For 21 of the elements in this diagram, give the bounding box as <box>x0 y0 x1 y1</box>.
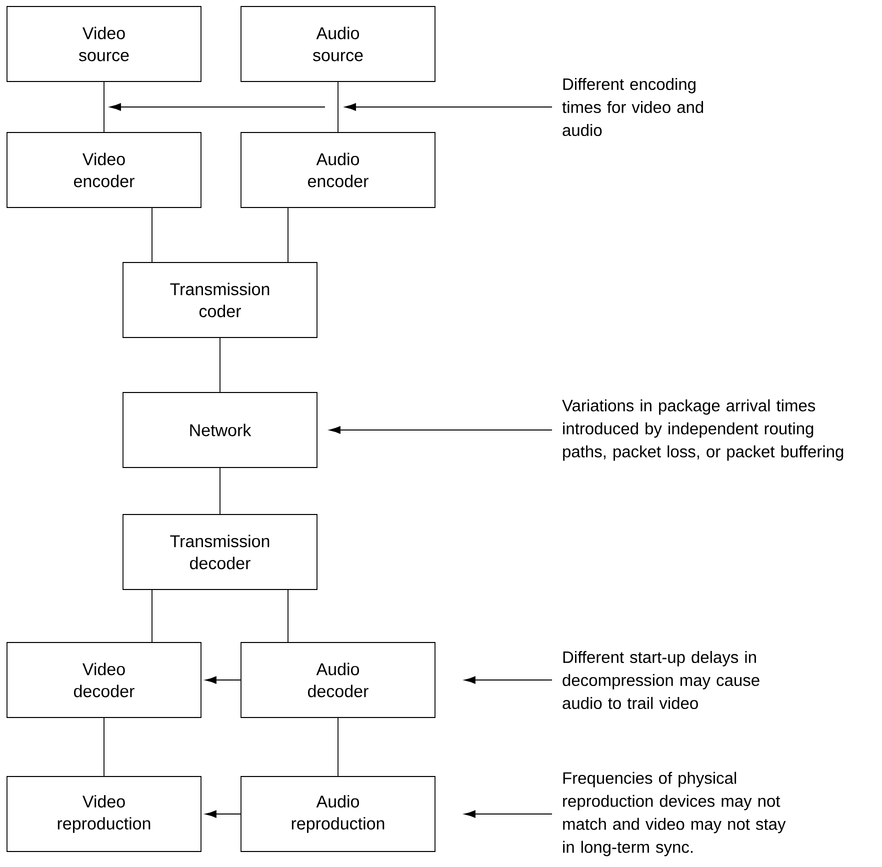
process-box: Transmission decoder <box>122 514 318 590</box>
note-text: Different encoding times for video and audio <box>562 78 704 136</box>
process-box: Audio reproduction <box>240 776 436 852</box>
arrow <box>329 426 552 434</box>
process-box: Audio encoder <box>240 132 436 208</box>
note-text: Variations in package arrival times introduced by independent routing paths, packet loss, or packet buffering <box>562 399 844 461</box>
note-text: Frequencies of physical reproduction devices may not match and video may not stay in long-term sync. <box>563 772 786 856</box>
process-box: Video reproduction <box>6 776 202 852</box>
arrow <box>464 810 552 818</box>
arrow <box>205 810 241 818</box>
process-box: Video encoder <box>6 132 202 208</box>
process-box: Video source <box>6 6 202 82</box>
process-box: Transmission coder <box>122 262 318 338</box>
note-text: Different start-up delays in decompression may cause audio to trail video <box>562 650 760 710</box>
process-box: Video decoder <box>6 642 202 718</box>
process-box: Audio source <box>240 6 436 82</box>
arrow <box>344 103 552 111</box>
arrow <box>464 676 552 684</box>
process-box: Audio decoder <box>240 642 436 718</box>
process-box: Network <box>122 392 318 468</box>
arrow <box>205 676 241 684</box>
